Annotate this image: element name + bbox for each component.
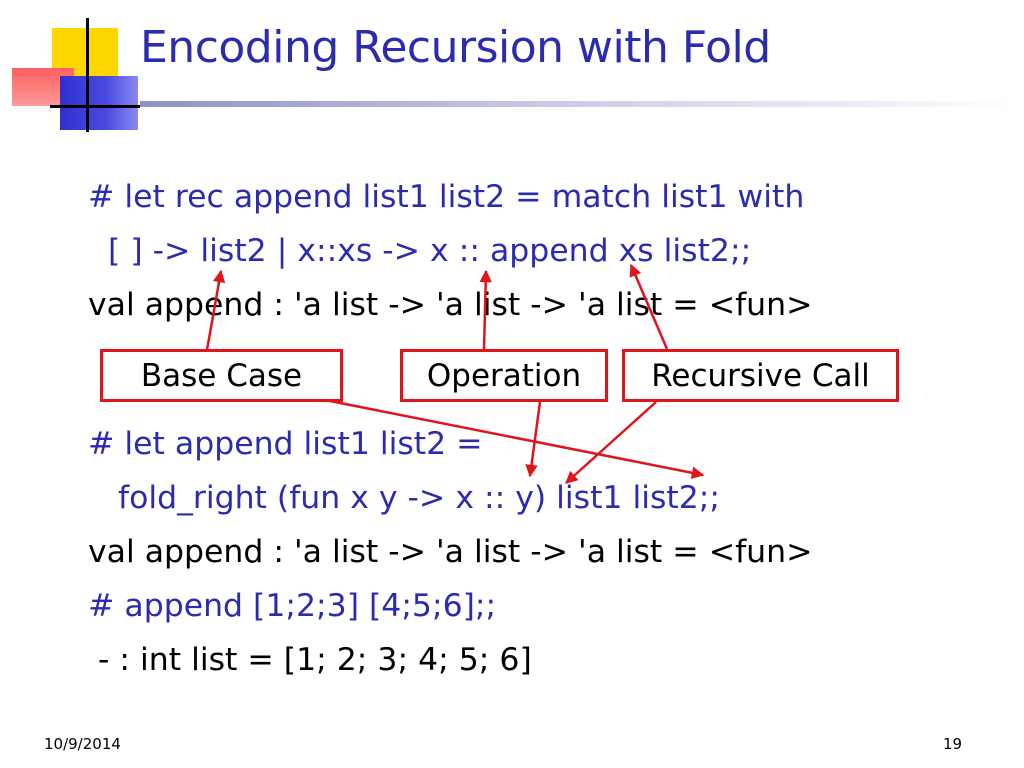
code-call-result: - : int list = [1; 2; 3; 4; 5; 6] xyxy=(88,642,532,678)
code-fold-line-1: # let append list1 list2 = xyxy=(88,426,483,462)
footer-date: 10/9/2014 xyxy=(44,735,121,753)
decorative-blue-square xyxy=(60,76,138,130)
page-number: 19 xyxy=(943,735,963,753)
code-fold-result: val append : 'a list -> 'a list -> 'a li… xyxy=(88,534,813,570)
decorative-horizontal-line xyxy=(50,105,140,108)
arrow-operation-to-fold xyxy=(525,401,542,478)
code-call-line: # append [1;2;3] [4;5;6];; xyxy=(88,588,497,624)
code-rec-result: val append : 'a list -> 'a list -> 'a li… xyxy=(88,287,813,323)
code-rec-line-1: # let rec append list1 list2 = match lis… xyxy=(88,179,805,215)
operation-label: Operation xyxy=(400,349,608,402)
code-fold-line-2: fold_right (fun x y -> x :: y) list1 lis… xyxy=(88,480,721,516)
title-underline xyxy=(140,101,1020,107)
slide-title: Encoding Recursion with Fold xyxy=(140,22,771,73)
code-rec-line-2: [ ] -> list2 | x::xs -> x :: append xs l… xyxy=(88,233,752,269)
arrow-recursive-call-to-fold xyxy=(565,401,657,484)
decorative-vertical-line xyxy=(86,18,89,132)
recursive-call-label: Recursive Call xyxy=(622,349,899,402)
base-case-label: Base Case xyxy=(100,349,343,402)
